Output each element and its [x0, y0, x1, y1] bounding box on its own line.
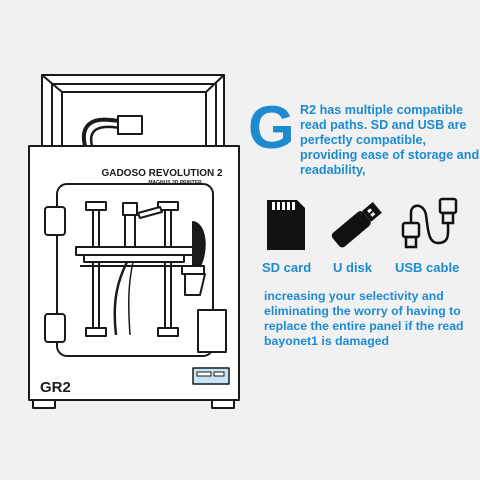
- feature-panel: G R2 has multiple compatible read paths.…: [248, 0, 480, 480]
- printer-illustration: GADOSO REVOLUTION 2 MAGNUS 3D PRINTER GR…: [28, 74, 240, 409]
- printer-model-badge: GR2: [40, 379, 71, 396]
- usb-flash-drive-icon: [331, 202, 382, 248]
- usb-cable-label: USB cable: [395, 260, 460, 275]
- intro-text: R2 has multiple compatible read paths. S…: [300, 103, 480, 177]
- u-disk-label: U disk: [333, 260, 373, 275]
- sd-card-label: SD card: [262, 260, 312, 275]
- printer-brand-subtitle: MAGNUS 3D PRINTER: [148, 180, 202, 186]
- printer-brand-title: GADOSO REVOLUTION 2: [101, 168, 223, 179]
- outro-text: increasing your selectivity and eliminat…: [264, 289, 464, 348]
- initial-letter: G: [248, 94, 295, 161]
- usb-cable-icon: [401, 197, 458, 249]
- sd-card-icon: [267, 200, 305, 250]
